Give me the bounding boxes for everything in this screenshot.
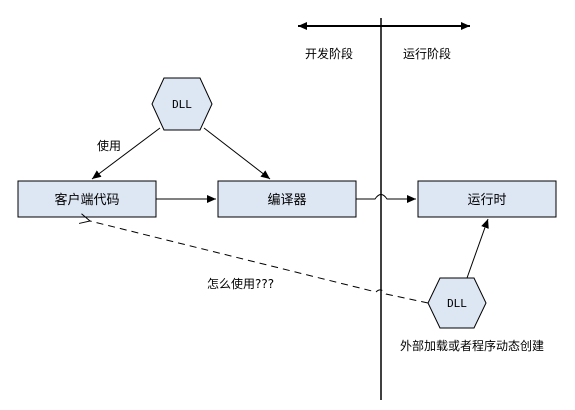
runtime-label: 运行时: [467, 193, 506, 208]
dll-to-client-arrow: [91, 127, 161, 180]
dll-to-client-dashed-arrow: [90, 221, 429, 304]
dll-top-label: DLL: [172, 98, 192, 111]
external-load-label: 外部加载或者程序动态创建: [400, 338, 544, 353]
dll-to-runtime-arrow: [466, 218, 489, 279]
dll-bottom-label: DLL: [447, 297, 467, 310]
runtime-phase-label: 运行阶段: [403, 46, 451, 61]
dll-top-hexagon: [151, 77, 213, 131]
dll-to-compiler-arrow: [203, 127, 271, 180]
use-label: 使用: [97, 138, 121, 153]
dev-phase-label: 开发阶段: [305, 46, 353, 61]
compiler-to-runtime-arrow: [356, 194, 416, 203]
compiler-label: 编译器: [267, 193, 306, 208]
client-code-box: [17, 180, 157, 218]
runtime-box: [417, 180, 557, 218]
how-to-use-label: 怎么使用???: [207, 276, 274, 291]
client-code-label: 客户端代码: [54, 192, 119, 208]
